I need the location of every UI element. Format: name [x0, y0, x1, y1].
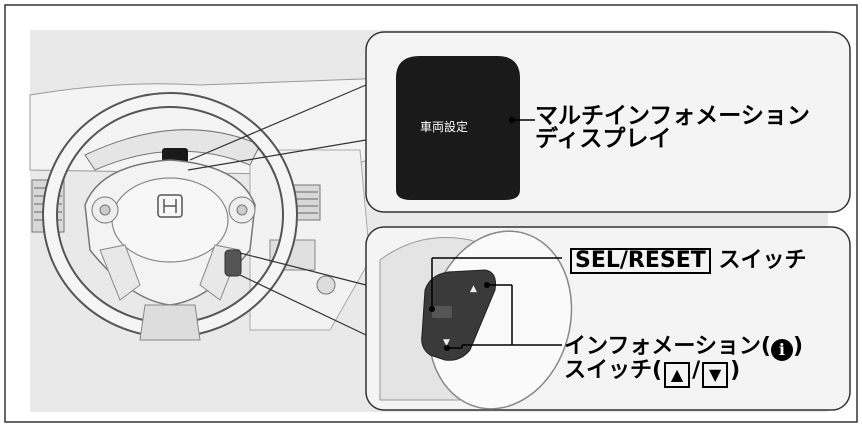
horn-pad — [111, 177, 229, 263]
switch-label-suffix: ) — [730, 358, 741, 383]
info-label-prefix: インフォメーション( — [564, 334, 771, 359]
info-switch-label-line2: スイッチ(▲/▼) — [564, 358, 740, 388]
display-screen — [396, 56, 520, 200]
callout-line-bottom-1 — [239, 252, 367, 286]
brand-logo — [157, 194, 183, 218]
display-label-line2: ディスプレイ — [535, 126, 672, 152]
slash-separator: / — [692, 358, 701, 383]
info-label-suffix: ) — [792, 334, 804, 359]
switch-sel-button — [432, 306, 452, 318]
wheel-selector-switch — [224, 249, 242, 277]
switch-pad-closeup — [421, 269, 496, 361]
sel-reset-box: SEL/RESET — [570, 248, 711, 274]
info-switch-label-line1: インフォメーション(i) — [564, 334, 803, 361]
sel-reset-suffix: スイッチ — [710, 248, 807, 273]
down-arrow-icon: ▼ — [702, 362, 729, 388]
callout-line-bottom-2 — [239, 274, 367, 336]
up-arrow-icon: ▲ — [664, 362, 691, 388]
lower-left-spoke — [99, 244, 141, 301]
display-label-line1: マルチインフォメーション — [535, 103, 810, 129]
sel-reset-label: SEL/RESET スイッチ — [570, 248, 806, 274]
switch-label-prefix: スイッチ( — [564, 358, 663, 383]
display-screen-text: 車両設定 — [420, 120, 469, 134]
steering-column — [139, 304, 201, 341]
switch-up-glyph: ▲ — [470, 284, 477, 294]
sel-leader-dot — [429, 306, 435, 312]
switch-down-glyph: ▼ — [443, 338, 450, 348]
console-knob — [316, 275, 336, 295]
info-icon: i — [770, 339, 793, 361]
callout-line-top-1 — [189, 84, 367, 161]
callout-line-top-2 — [187, 139, 367, 171]
